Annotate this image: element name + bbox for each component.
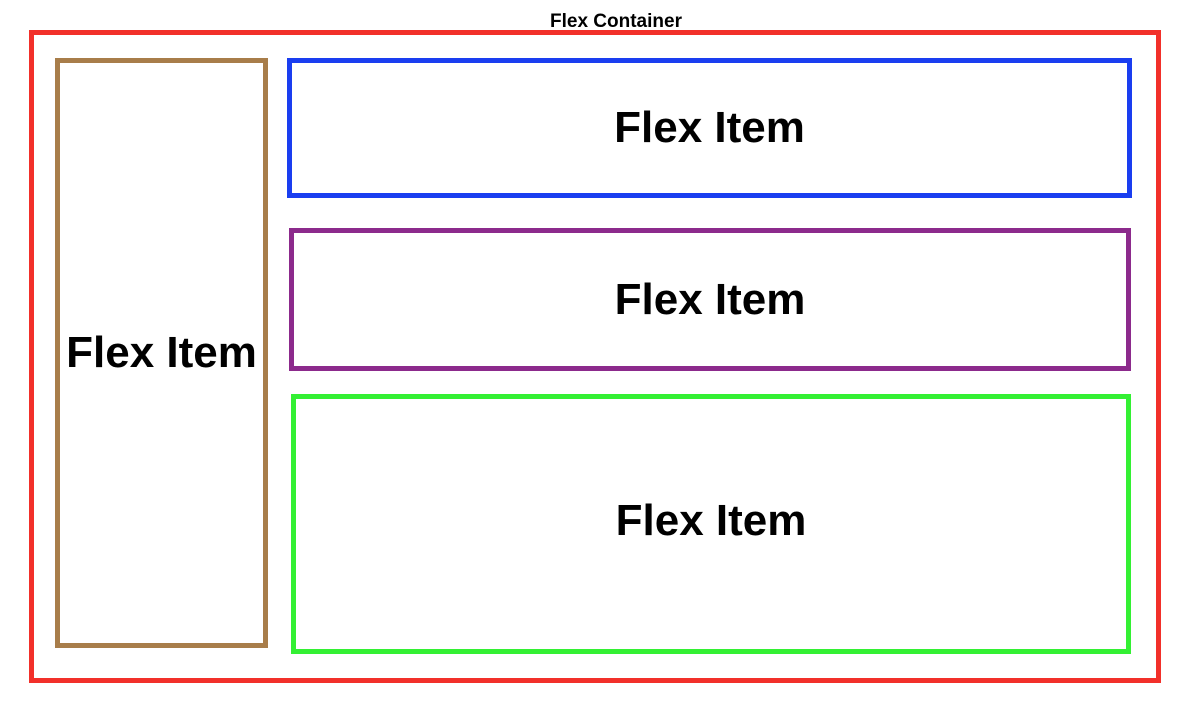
flex-container-box xyxy=(29,30,1161,683)
flex-item-middle-label: Flex Item xyxy=(614,274,806,324)
flex-item-top: Flex Item xyxy=(287,58,1132,198)
flex-container-title: Flex Container xyxy=(550,11,682,32)
flex-item-top-label: Flex Item xyxy=(614,103,805,152)
flex-item-bottom: Flex Item xyxy=(291,394,1131,654)
flex-item-left: Flex Item xyxy=(55,58,268,648)
flex-item-left-label: Flex Item xyxy=(66,328,257,377)
flex-item-bottom-label: Flex Item xyxy=(615,496,807,545)
flex-item-middle: Flex Item xyxy=(289,228,1131,371)
